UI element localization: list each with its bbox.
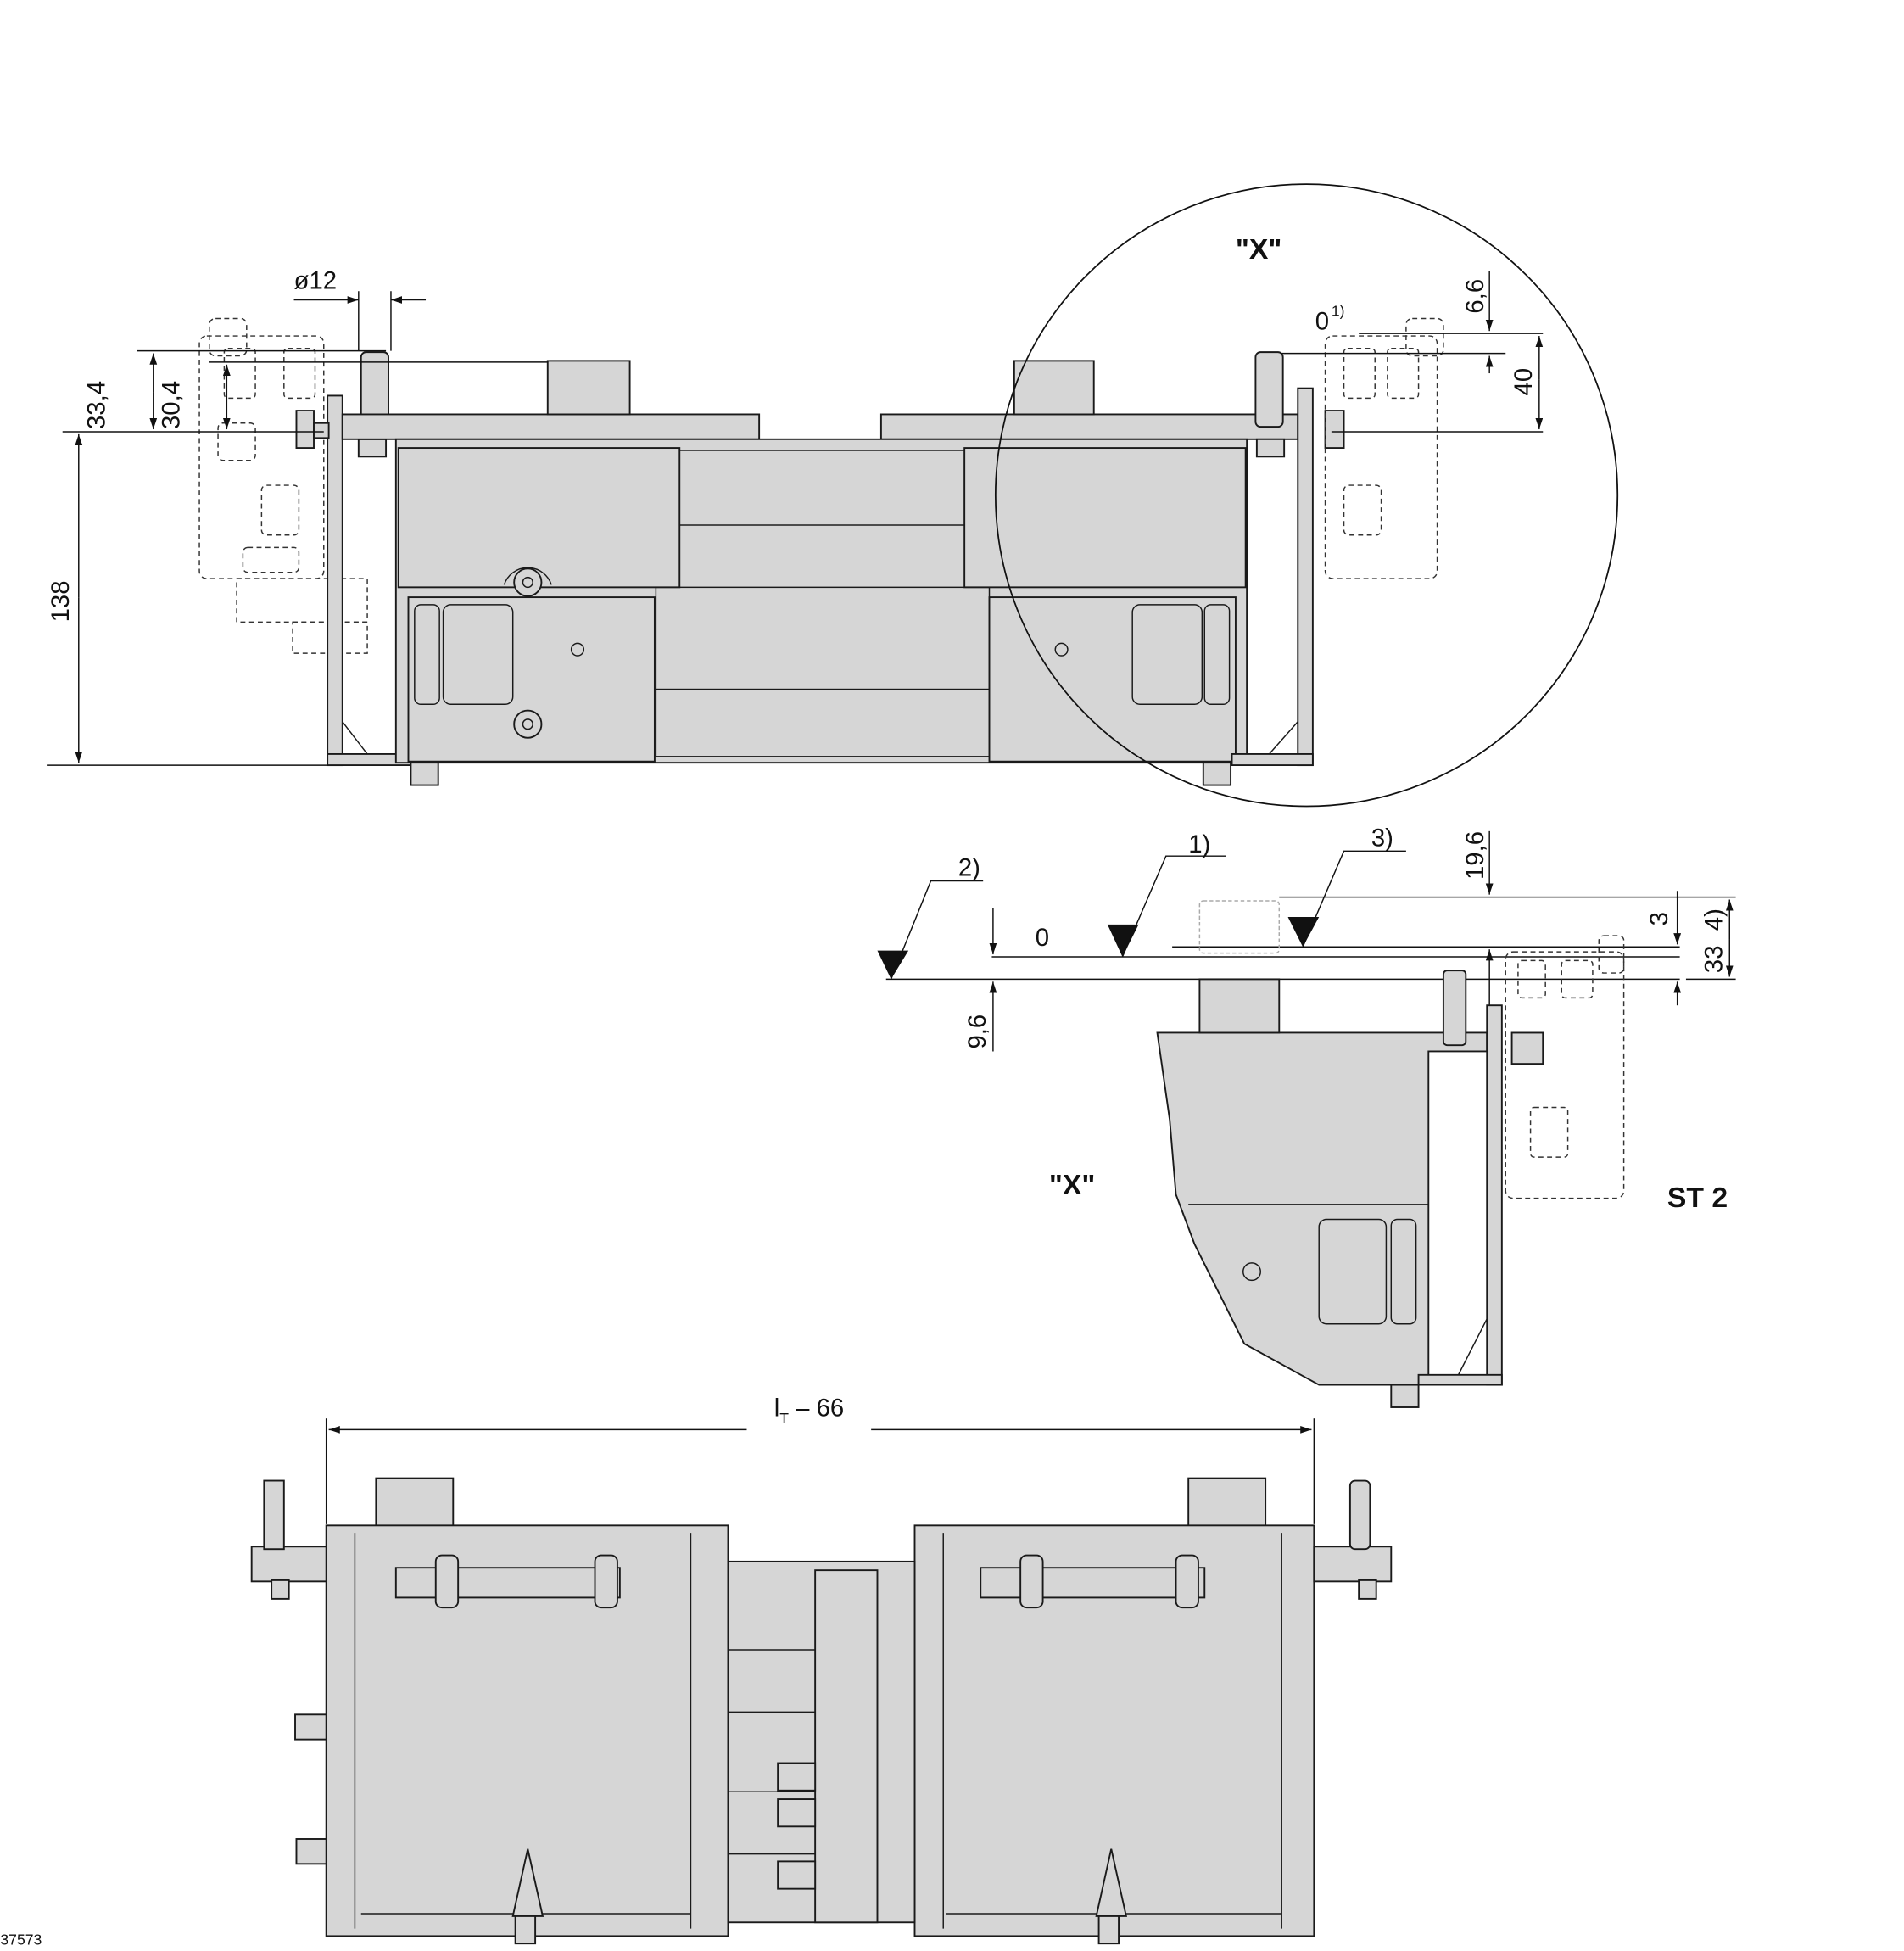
left-profile-dashed <box>198 317 368 654</box>
dim-19-6: 19,6 <box>1461 831 1489 880</box>
dim-33-4: 33,4 <box>83 381 111 429</box>
note-1: 1) <box>1188 830 1210 858</box>
front-view: ø12 33,4 30,4 138 "X" 0 1) 6,6 40 <box>47 183 1619 808</box>
right-screw <box>1324 410 1345 450</box>
dim-30-4: 30,4 <box>158 381 186 429</box>
dim-pin-diameter: ø12 <box>294 266 338 294</box>
dim-3: 3 <box>1645 912 1673 925</box>
right-bracket <box>1297 387 1314 767</box>
detail-body-cutaway <box>1156 1031 1488 1386</box>
dim-9-6: 9,6 <box>963 1015 991 1049</box>
zero-ref: 0 <box>1315 308 1329 336</box>
detail-profile-dashed <box>1505 935 1625 1199</box>
dim-33-note: 4) <box>1700 908 1728 931</box>
right-profile-dashed <box>1324 317 1444 579</box>
dim-33: 33 <box>1700 945 1728 973</box>
document-number: 37573 <box>0 1931 42 1948</box>
zero-ref-note: 1) <box>1332 303 1345 320</box>
note-3: 3) <box>1371 824 1393 852</box>
dim-6-6: 6,6 <box>1461 279 1489 314</box>
detail-x-label: "X" <box>1049 1169 1095 1201</box>
detail-circle-label: "X" <box>1236 233 1281 266</box>
datum-marker-1 <box>1107 924 1139 957</box>
top-rail <box>341 413 761 440</box>
left-bracket <box>327 394 343 767</box>
zero-label: 0 <box>1036 924 1049 952</box>
right-pin <box>1254 351 1284 428</box>
left-screw <box>295 410 315 450</box>
datum-marker-2 <box>877 950 909 980</box>
dim-length: lT – 66 <box>774 1394 845 1427</box>
dim-138: 138 <box>47 580 75 622</box>
top-view: lT – 66 <box>250 1394 1393 1945</box>
station-label: ST 2 <box>1667 1182 1728 1214</box>
datum-marker-3 <box>1287 917 1320 948</box>
note-2: 2) <box>958 854 980 882</box>
detail-circle-x <box>994 183 1619 808</box>
dim-40: 40 <box>1510 368 1538 396</box>
detail-x-view: 2) 1) 3) 0 9,6 19,6 3 33 4) <box>877 824 1736 1408</box>
